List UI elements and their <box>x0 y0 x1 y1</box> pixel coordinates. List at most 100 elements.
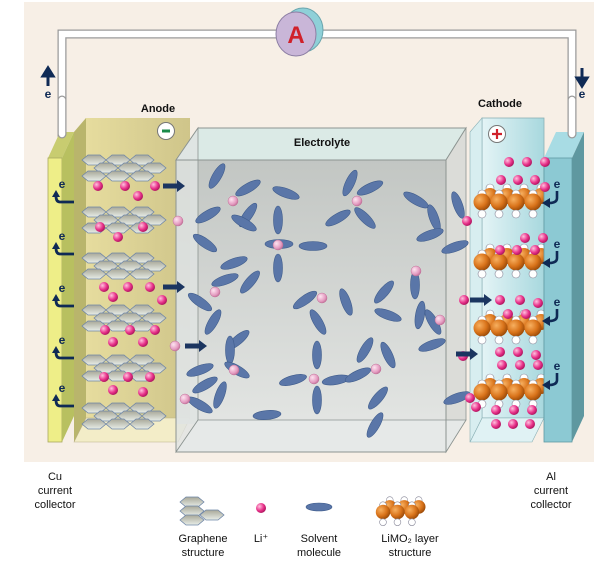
metal-atom <box>507 319 525 337</box>
electron-symbol: e <box>554 295 561 309</box>
electron-flow-icon: e <box>52 177 74 204</box>
solvent-molecule <box>225 335 235 365</box>
oxygen-atom <box>511 269 521 279</box>
metal-atom <box>507 193 525 211</box>
ammeter-label: A <box>287 22 304 49</box>
graphene-hex <box>129 418 155 430</box>
limo2-layer <box>375 496 426 526</box>
arrow-head <box>542 198 550 208</box>
li-ion <box>525 419 535 429</box>
electron-flow-icon: e <box>52 381 74 408</box>
arrow-head <box>52 394 60 401</box>
solvent-molecule <box>374 280 394 304</box>
arrow-right-icon <box>470 294 492 306</box>
legend-solvent-icon <box>305 502 333 512</box>
anode-negative-sign-icon <box>157 122 175 140</box>
li-ion <box>521 309 531 319</box>
solvated-li-ion <box>169 340 181 352</box>
solvent-molecule <box>235 179 261 197</box>
svg-text:Solvent: Solvent <box>301 533 338 545</box>
li-ion <box>503 309 513 319</box>
arrow-right-icon <box>163 281 185 293</box>
legend-limo2-icon <box>375 496 426 526</box>
metal-atom <box>375 504 391 520</box>
curved-arrow <box>548 309 559 323</box>
oxygen-atom <box>494 209 504 219</box>
li-ion <box>123 282 133 292</box>
solvent-molecule <box>252 410 282 420</box>
solvent-molecule <box>374 308 402 322</box>
solvated-li-ion <box>209 286 221 298</box>
li-ion <box>95 222 105 232</box>
svg-text:e: e <box>579 87 586 101</box>
solvent-molecule <box>368 386 388 410</box>
solvated-li-ion <box>179 393 191 405</box>
solvent-molecule <box>220 256 248 270</box>
svg-text:e: e <box>45 87 52 101</box>
solvent-molecule <box>451 191 465 219</box>
metal-atom <box>524 319 542 337</box>
oxygen-atom <box>477 335 487 345</box>
solvent-molecule <box>354 207 376 229</box>
arrow-right-icon <box>163 180 185 192</box>
li-ion <box>513 347 523 357</box>
arrow-shaft <box>470 297 484 303</box>
graphene-hex <box>129 268 155 280</box>
solvent-molecule <box>195 206 221 224</box>
li-ions <box>93 157 550 429</box>
svg-text:structure: structure <box>389 547 432 559</box>
solvent-molecule <box>186 363 214 377</box>
legend: Graphene structure Li⁺ Solvent molecule … <box>179 496 439 559</box>
li-ion <box>495 347 505 357</box>
li-ion <box>504 157 514 167</box>
solvent-molecule <box>273 205 283 235</box>
li-ion <box>530 245 540 255</box>
oxygen-atom <box>511 335 521 345</box>
li-ion <box>531 350 541 360</box>
solvent-molecule <box>204 309 222 335</box>
solvent-molecule <box>213 381 227 409</box>
curved-arrow <box>54 299 74 308</box>
li-ion <box>157 295 167 305</box>
svg-text:current: current <box>38 485 72 497</box>
limo2-layers <box>473 183 549 409</box>
solvent-molecule <box>325 209 351 227</box>
arrow-head <box>470 348 478 360</box>
metal-atom <box>524 193 542 211</box>
li-ion <box>540 182 550 192</box>
limo2-layer <box>473 183 549 219</box>
solvent-molecule <box>441 240 469 254</box>
solvent-molecule <box>380 341 396 369</box>
solvent-molecule <box>418 338 446 352</box>
solvated-li-ion <box>410 265 422 277</box>
li-ion <box>491 405 501 415</box>
curved-arrow <box>548 251 559 265</box>
li-ion <box>145 372 155 382</box>
li-ion <box>471 402 481 412</box>
solvated-li-ion <box>308 373 320 385</box>
arrow-head <box>542 258 550 268</box>
arrow-head <box>52 294 60 301</box>
arrow-shaft <box>456 351 470 357</box>
electron-symbol: e <box>59 281 66 295</box>
solvent-molecule <box>366 412 384 438</box>
svg-text:LiMO₂ layer: LiMO₂ layer <box>381 533 439 545</box>
curved-arrow <box>54 195 74 204</box>
solvent-molecule <box>309 309 327 335</box>
solvent-molecule <box>416 228 444 242</box>
li-ion <box>512 245 522 255</box>
li-ion <box>108 385 118 395</box>
li-ion <box>496 175 506 185</box>
oxygen-atom <box>379 518 387 526</box>
li-ion <box>530 175 540 185</box>
li-ion <box>515 360 525 370</box>
solvated-li-ion <box>351 195 363 207</box>
electron-symbol: e <box>59 333 66 347</box>
metal-atom <box>404 504 420 520</box>
li-ion <box>520 233 530 243</box>
solvated-li-ion <box>172 215 184 227</box>
solvent-molecule <box>272 186 300 200</box>
metal-atom <box>490 193 508 211</box>
